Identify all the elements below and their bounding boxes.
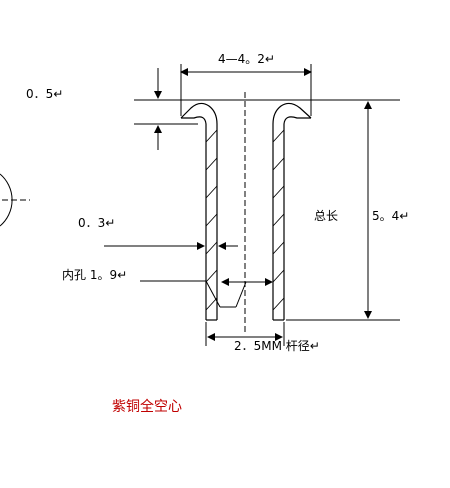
total-length-dimension: [286, 101, 400, 321]
material-note: 紫铜全空心: [112, 398, 182, 415]
shank-diameter-label: 2．5MM 杆径↵: [234, 339, 320, 353]
flange-thickness-dimension: [134, 68, 400, 150]
flange-thickness-label: 0．5↵: [26, 87, 63, 101]
wall-thickness-label: 0．3↵: [78, 216, 115, 230]
width-range-label: 4—4。2↵: [218, 52, 275, 66]
total-length-title: 总长: [314, 209, 338, 223]
shank-diameter-dimension: [205, 322, 285, 346]
rivet-left-profile: [180, 102, 218, 321]
side-view-circle: [0, 173, 30, 227]
width-dimension: [180, 64, 312, 116]
inner-hole-dimension: [140, 278, 273, 308]
wall-hatching: [205, 129, 285, 311]
rivet-right-profile: [272, 102, 312, 321]
inner-hole-label: 内孔 1。9↵: [62, 268, 127, 282]
total-length-value: 5。4↵: [372, 209, 409, 223]
